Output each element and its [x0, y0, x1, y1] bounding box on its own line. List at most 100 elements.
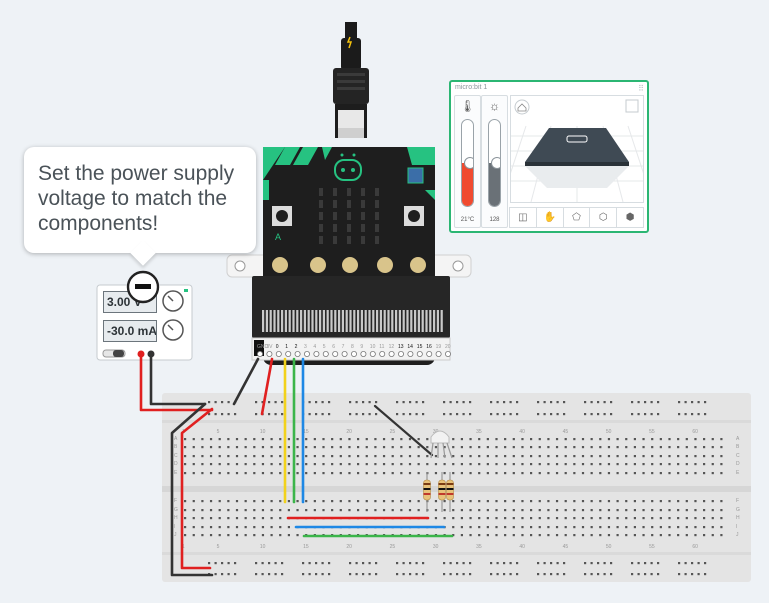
bb-rail-hole [261, 562, 264, 565]
bb-hole [590, 446, 593, 449]
bb-hole [209, 463, 213, 466]
edge-pin [368, 310, 371, 332]
bb-rail-hole [281, 573, 284, 576]
bb-rail-hole [368, 562, 371, 565]
bb-hole [694, 438, 697, 441]
bb-hole [408, 509, 412, 512]
bb-hole [434, 517, 438, 520]
breadboard[interactable]: 1155101015152020252530303535404045455050… [162, 393, 751, 582]
usb-cable[interactable] [333, 22, 369, 138]
bb-hole [538, 438, 541, 441]
bb-rail-hole [281, 413, 284, 416]
bb-hole [443, 463, 446, 466]
edge-pin [303, 310, 306, 332]
bb-hole [607, 534, 611, 537]
light-knob[interactable] [491, 157, 500, 169]
tilt-right-gesture-icon[interactable]: ⬡ [589, 207, 618, 228]
bb-rail-hole [644, 562, 647, 565]
bb-hole [331, 500, 334, 503]
bb-hole [339, 509, 342, 512]
bb-hole [287, 534, 290, 537]
bb-hole [192, 455, 195, 458]
bb-hole [417, 509, 420, 512]
bb-row-label: G [174, 507, 178, 513]
bb-row-label: J [736, 532, 739, 538]
bb-col-label: 25 [390, 544, 396, 550]
bb-rail-hole [308, 573, 311, 576]
bb-col-label: 25 [390, 429, 396, 435]
bb-rail-hole [597, 573, 600, 576]
bb-hole [417, 446, 420, 449]
bb-hole [512, 517, 515, 520]
bb-rail-hole [328, 562, 331, 565]
edge-pin [262, 310, 265, 332]
tilt-gesture-icon[interactable]: ✋ [535, 207, 564, 228]
bb-rail-hole [315, 413, 318, 416]
home-view-icon[interactable] [514, 99, 530, 115]
bb-hole [452, 455, 455, 458]
bb-hole [521, 534, 524, 537]
button-b[interactable] [404, 206, 424, 226]
bb-rail-hole [349, 562, 352, 565]
bb-hole [703, 438, 706, 441]
bb-rail-hole [456, 413, 459, 416]
led [347, 224, 351, 232]
bb-hole [633, 517, 636, 520]
bb-hole [443, 517, 446, 520]
bb-hole [244, 500, 247, 503]
shake-gesture-icon[interactable]: ◫ [509, 207, 537, 228]
rgb-led[interactable] [430, 430, 453, 459]
edge-pin [417, 310, 420, 332]
bb-rail-hole [490, 562, 493, 565]
bb-hole [538, 517, 541, 520]
bb-hole [564, 534, 567, 537]
bb-hole [633, 472, 636, 475]
pin-hole [341, 350, 348, 357]
drag-handle-icon[interactable]: ⠿ [638, 84, 644, 93]
bb-rail-hole [396, 573, 399, 576]
bb-row-label: J [174, 532, 177, 538]
bb-hole [521, 455, 524, 458]
bb-hole [270, 463, 273, 466]
bb-rail-hole [255, 562, 258, 565]
bb-hole [244, 517, 247, 520]
bb-rail-hole [402, 413, 405, 416]
tilt-back-gesture-icon[interactable]: ⬢ [616, 207, 644, 228]
pin-hole [285, 350, 292, 357]
bb-hole [703, 534, 706, 537]
light-slider[interactable]: ☼ 128 [481, 95, 508, 228]
bb-hole [625, 446, 628, 449]
bb-hole [227, 446, 230, 449]
bb-hole [555, 455, 559, 458]
bb-row-label: H [174, 515, 178, 521]
bb-hole [573, 438, 576, 441]
bb-hole [642, 463, 645, 466]
bb-hole [685, 463, 688, 466]
bb-rail-hole [375, 573, 378, 576]
bb-hole [261, 455, 265, 458]
bb-hole [227, 455, 230, 458]
tilt-left-gesture-icon[interactable]: ⬠ [562, 207, 591, 228]
bb-hole [521, 500, 524, 503]
bb-hole [460, 446, 463, 449]
bb-hole [599, 509, 602, 512]
bb-hole [227, 472, 230, 475]
resistors[interactable] [423, 472, 454, 512]
bb-hole [201, 455, 204, 458]
bb-hole [452, 500, 455, 503]
minus-terminal-icon[interactable] [126, 270, 160, 304]
bb-rail-hole [650, 401, 653, 404]
bb-rail-hole [631, 413, 634, 416]
temperature-slider[interactable]: 🌡 21°C [454, 95, 481, 228]
wires[interactable] [139, 354, 454, 577]
bb-rail-hole [550, 401, 553, 404]
edge-pin [372, 310, 375, 332]
temperature-knob[interactable] [464, 157, 473, 169]
bb-rail-hole [537, 573, 540, 576]
orientation-3d-view[interactable] [510, 95, 644, 203]
button-a[interactable]: A [272, 206, 292, 242]
rotate-view-icon[interactable] [625, 99, 639, 113]
led [319, 200, 323, 208]
